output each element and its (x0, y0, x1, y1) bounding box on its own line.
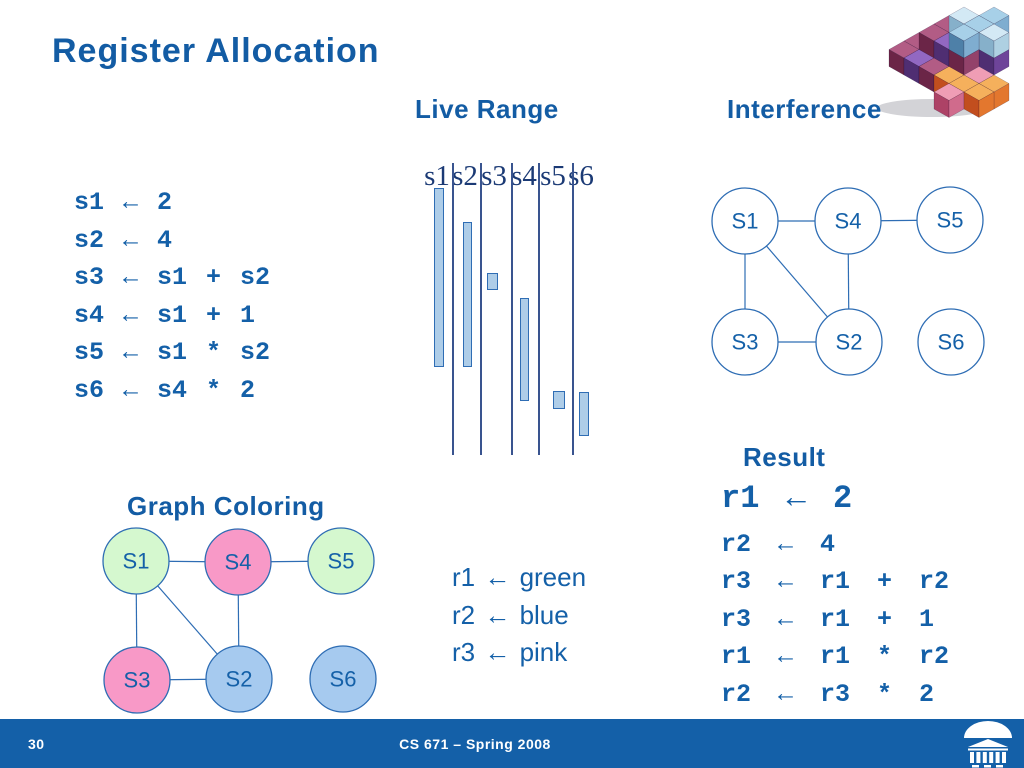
slide-title: Register Allocation (52, 32, 380, 70)
node-S1 (102, 527, 170, 595)
node-label-S2: S2 (836, 330, 863, 355)
page-number: 30 (28, 735, 45, 752)
register-assignment-line: r2 ← blue (452, 599, 569, 630)
decorative-cubes-art (877, 6, 1010, 118)
code-line: s3 ← s1 + s2 (74, 263, 271, 293)
rotunda-architrave (968, 748, 1008, 751)
live-range-bar-s4 (520, 298, 529, 401)
node-S4 (204, 528, 272, 596)
live-range-bar-s5 (553, 391, 565, 409)
code-line: s5 ← s1 * s2 (74, 338, 271, 368)
register-assignment-legend: r1 ← green r2 ← blue r3 ← pink (452, 559, 586, 672)
rotunda-pediment (968, 739, 1008, 747)
result-line: r2 ← r3 * 2 (721, 679, 935, 709)
rotunda-dome (964, 721, 1012, 738)
node-S5 (916, 186, 984, 254)
footer-bar: 30 CS 671 – Spring 2008 (0, 719, 1024, 768)
node-S4 (814, 187, 882, 255)
live-range-column-label: s6 (568, 160, 594, 192)
live-range-column-label: s2 (452, 160, 478, 192)
node-label-S6: S6 (330, 667, 357, 692)
rotunda-base (972, 765, 1003, 768)
live-range-column-label: s1 (424, 160, 450, 192)
result-code-block: r2 ← 4 r3 ← r1 + r2 r3 ← r1 + 1 r1 ← r1 * r… (721, 526, 949, 713)
node-label-S5: S5 (937, 208, 964, 233)
result-line: r3 ← r1 + 1 (721, 604, 935, 634)
footer-course-label: CS 671 – Spring 2008 (399, 735, 551, 752)
node-S3 (103, 646, 171, 714)
source-code-block: s1 ← 2 s2 ← 4 s3 ← s1 + s2 s4 ← s1 + 1 s5 ← … (74, 184, 270, 410)
result-line: r3 ← r1 + r2 (721, 567, 950, 597)
code-line: s6 ← s4 * 2 (74, 375, 256, 405)
node-label-S3: S3 (124, 668, 151, 693)
node-S2 (205, 645, 273, 713)
live-range-heading: Live Range (415, 94, 559, 124)
node-label-S5: S5 (328, 549, 355, 574)
node-label-S1: S1 (732, 209, 759, 234)
column-divider-line (511, 163, 513, 455)
live-range-column-label: s5 (540, 160, 566, 192)
cube-face (963, 32, 980, 59)
node-S1 (711, 187, 779, 255)
node-S6 (309, 645, 377, 713)
live-range-column-label: s3 (481, 160, 507, 192)
node-label-S6: S6 (938, 330, 965, 355)
cube-face (993, 32, 1010, 59)
column-divider-line (572, 163, 574, 455)
live-range-bar-s6 (579, 392, 589, 436)
node-S6 (917, 308, 985, 376)
result-first-line: r1 ← 2 (721, 480, 853, 517)
code-line: s2 ← 4 (74, 225, 173, 255)
cube-face (978, 91, 995, 118)
result-line: r2 ← 4 (721, 530, 836, 559)
node-label-S4: S4 (225, 550, 252, 575)
result-heading: Result (743, 442, 826, 472)
live-range-column-label: s4 (511, 160, 537, 192)
node-S3 (711, 308, 779, 376)
column-divider-line (538, 163, 540, 455)
code-line: s4 ← s1 + 1 (74, 300, 256, 330)
code-line: s1 ← 2 (74, 188, 173, 217)
node-label-S4: S4 (835, 209, 862, 234)
rotunda-columns (970, 752, 1006, 763)
node-label-S3: S3 (732, 330, 759, 355)
node-S2 (815, 308, 883, 376)
graph-coloring-heading: Graph Coloring (127, 491, 325, 521)
result-line: r1 ← r1 * r2 (721, 642, 950, 672)
interference-heading: Interference (727, 94, 882, 124)
live-range-bar-s2 (463, 222, 472, 367)
node-S5 (307, 527, 375, 595)
node-label-S2: S2 (226, 667, 253, 692)
column-divider-line (480, 163, 482, 455)
register-assignment-line: r3 ← pink (452, 637, 568, 667)
live-range-bar-s3 (487, 273, 498, 290)
column-divider-line (452, 163, 454, 455)
uva-rotunda-logo (964, 721, 1012, 768)
node-label-S1: S1 (123, 549, 150, 574)
live-range-bar-s1 (434, 188, 444, 367)
register-assignment-line: r1 ← green (452, 562, 587, 592)
